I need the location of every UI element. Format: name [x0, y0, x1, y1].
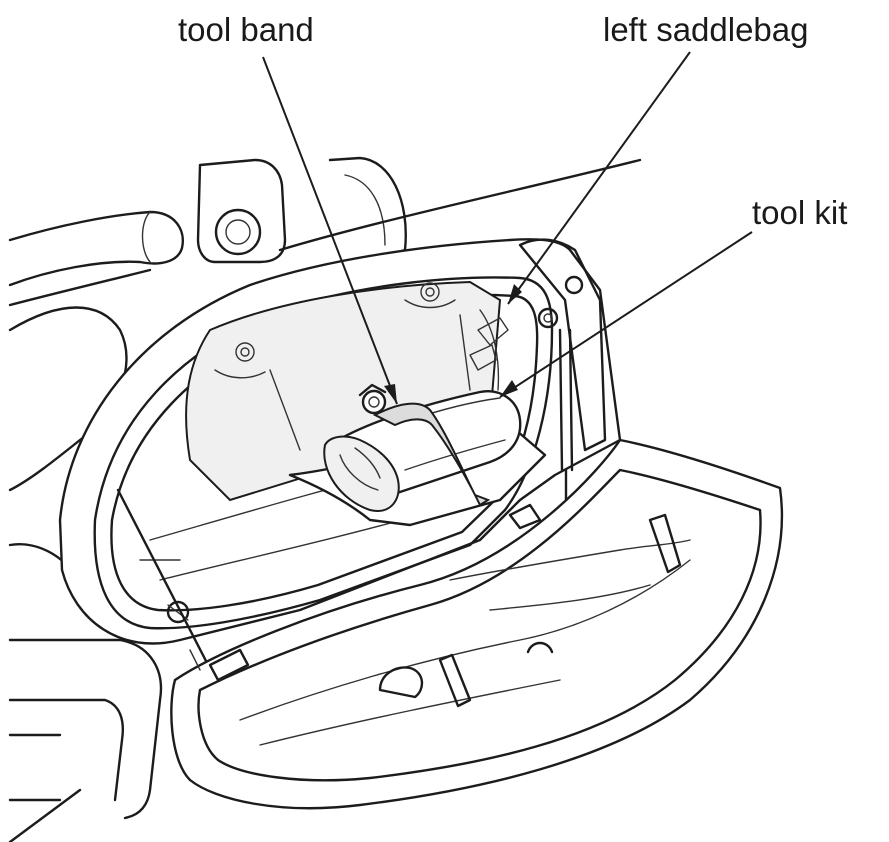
- saddlebag-lid-drawing: [170, 438, 784, 810]
- arrowhead-left-saddlebag: [508, 284, 522, 304]
- label-tool-band: tool band: [178, 11, 314, 48]
- arrowhead-tool-band: [384, 384, 397, 404]
- leader-tool-kit: [499, 231, 753, 398]
- leader-tool-band: [262, 56, 398, 405]
- label-left-saddlebag: left saddlebag: [603, 11, 809, 48]
- label-tool-kit: tool kit: [752, 194, 848, 231]
- tool-kit-drawing: [288, 383, 547, 527]
- leader-left-saddlebag: [507, 51, 691, 305]
- arrowhead-tool-kit: [500, 380, 518, 397]
